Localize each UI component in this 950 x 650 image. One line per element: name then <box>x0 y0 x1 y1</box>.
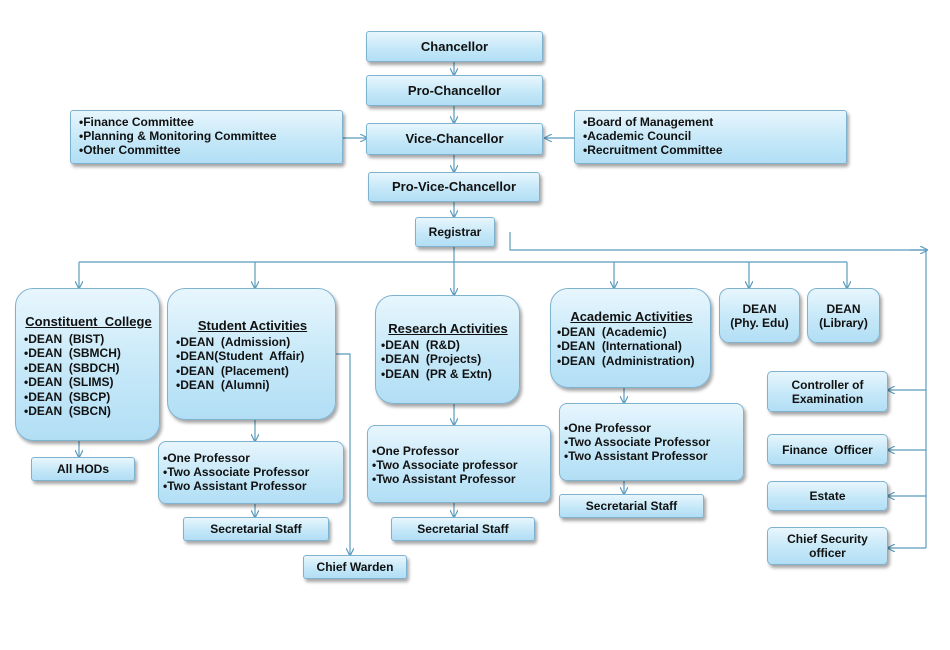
dean-item: •DEAN (SBCN) <box>24 404 111 418</box>
dean-item: •DEAN (International) <box>557 339 682 353</box>
vice-chancellor-box: Vice-Chancellor <box>366 123 543 155</box>
finance-officer-box: Finance Officer <box>767 434 888 465</box>
controller-of-examination-box: Controller of Examination <box>767 371 888 412</box>
finance-officer-label: Finance Officer <box>782 442 873 457</box>
committee-item: •Planning & Monitoring Committee <box>79 129 277 143</box>
dean-library-line2: (Library) <box>819 315 868 330</box>
security-line1: Chief Security <box>787 532 868 546</box>
dean-library-line1: DEAN <box>826 301 861 316</box>
chancellor-box: Chancellor <box>366 31 543 62</box>
right-committees-box: •Board of Management •Academic Council •… <box>574 110 847 164</box>
academic-activities-box: Academic Activities •DEAN (Academic) •DE… <box>550 288 711 388</box>
dean-phy-edu-box: DEAN (Phy. Edu) <box>719 288 800 343</box>
all-hods-box: All HODs <box>31 457 135 481</box>
research-activities-title: Research Activities <box>388 321 508 336</box>
dean-item: •DEAN (BIST) <box>24 331 105 346</box>
chief-warden-box: Chief Warden <box>303 555 407 579</box>
constituent-college-title: Constituent College <box>25 314 152 329</box>
dean-item: •DEAN (PR & Extn) <box>381 366 492 381</box>
chief-warden-label: Chief Warden <box>316 560 394 574</box>
staff-item: •Two Assistant Professor <box>372 472 516 486</box>
dean-item: •DEAN (Placement) <box>176 363 289 378</box>
staff-item: •One Professor <box>372 444 459 458</box>
dean-item: •DEAN (Alumni) <box>176 378 270 392</box>
staff-item: •One Professor <box>564 421 651 435</box>
dean-item: •DEAN (Academic) <box>557 324 667 339</box>
registrar-box: Registrar <box>415 217 495 247</box>
dean-item: •DEAN (Admission) <box>176 334 291 349</box>
dean-item: •DEAN (Administration) <box>557 353 695 368</box>
dean-library-box: DEAN (Library) <box>807 288 880 343</box>
secretarial-label: Secretarial Staff <box>210 522 302 536</box>
secretarial-label: Secretarial Staff <box>417 522 509 536</box>
dean-item: •DEAN(Student Affair) <box>176 349 305 363</box>
left-committees-box: •Finance Committee •Planning & Monitorin… <box>70 110 343 164</box>
staff-item: •One Professor <box>163 451 250 465</box>
staff-item: •Two Assistant Professor <box>163 479 307 493</box>
estate-box: Estate <box>767 481 888 511</box>
pro-vice-chancellor-label: Pro-Vice-Chancellor <box>391 179 517 194</box>
chief-security-officer-box: Chief Security officer <box>767 527 888 565</box>
dean-item: •DEAN (Projects) <box>381 352 482 366</box>
pro-chancellor-label: Pro-Chancellor <box>407 82 502 98</box>
student-secretarial-box: Secretarial Staff <box>183 517 329 541</box>
research-activities-box: Research Activities •DEAN (R&D) •DEAN (P… <box>375 295 520 404</box>
student-staff-box: •One Professor •Two Associate Professor … <box>158 441 344 504</box>
dean-item: •DEAN (SBCP) <box>24 389 111 404</box>
dean-item: •DEAN (SBMCH) <box>24 346 121 360</box>
dean-phy-line1: DEAN <box>742 301 777 316</box>
committee-item: •Other Committee <box>79 143 181 157</box>
pro-vice-chancellor-box: Pro-Vice-Chancellor <box>368 172 540 202</box>
research-staff-box: •One Professor •Two Associate professor … <box>367 425 551 503</box>
staff-item: •Two Associate professor <box>372 458 518 472</box>
constituent-college-box: Constituent College •DEAN (BIST) •DEAN (… <box>15 288 160 441</box>
vice-chancellor-label: Vice-Chancellor <box>405 131 504 146</box>
staff-item: •Two Assistant Professor <box>564 449 708 463</box>
registrar-label: Registrar <box>428 225 482 239</box>
dean-item: •DEAN (SBDCH) <box>24 360 120 375</box>
staff-item: •Two Associate Professor <box>564 435 711 449</box>
student-activities-box: Student Activities •DEAN (Admission) •DE… <box>167 288 336 420</box>
dean-item: •DEAN (SLIMS) <box>24 375 114 389</box>
research-secretarial-box: Secretarial Staff <box>391 517 535 541</box>
controller-line1: Controller of <box>791 377 864 392</box>
controller-line2: Examination <box>791 391 864 406</box>
security-line2: officer <box>809 546 846 560</box>
dean-item: •DEAN (R&D) <box>381 337 460 352</box>
academic-activities-title: Academic Activities <box>570 309 693 324</box>
committee-item: •Recruitment Committee <box>583 143 723 157</box>
staff-item: •Two Associate Professor <box>163 465 310 479</box>
committee-item: •Academic Council <box>583 129 692 143</box>
chancellor-label: Chancellor <box>420 38 489 54</box>
estate-label: Estate <box>809 489 846 503</box>
dean-phy-line2: (Phy. Edu) <box>730 315 789 330</box>
committee-item: •Finance Committee <box>79 115 194 129</box>
academic-secretarial-box: Secretarial Staff <box>559 494 704 518</box>
secretarial-label: Secretarial Staff <box>585 499 678 513</box>
student-activities-title: Student Activities <box>197 318 308 333</box>
pro-chancellor-box: Pro-Chancellor <box>366 75 543 106</box>
all-hods-label: All HODs <box>56 462 109 476</box>
committee-item: •Board of Management <box>583 115 714 129</box>
academic-staff-box: •One Professor •Two Associate Professor … <box>559 403 744 481</box>
